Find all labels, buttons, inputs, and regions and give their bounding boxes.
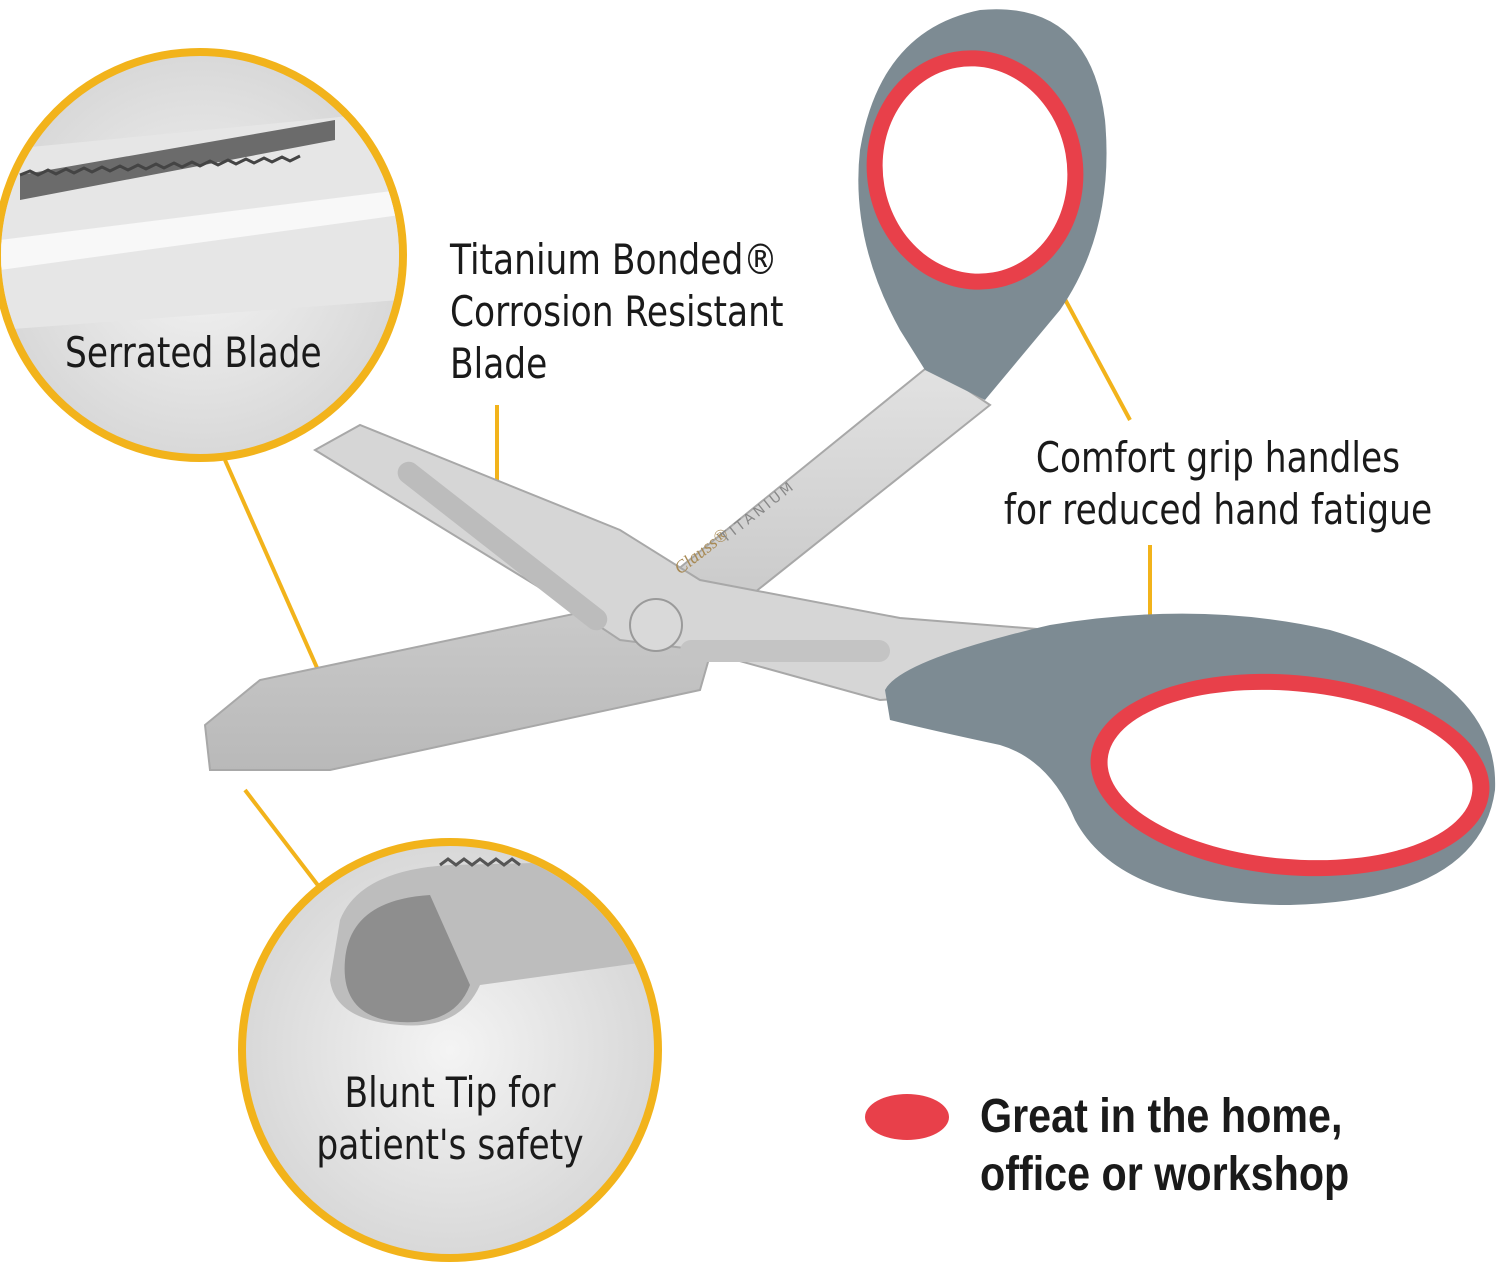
blunt-line-1: Blunt Tip for — [344, 1068, 556, 1117]
comfort-grip-label: Comfort grip handles for reduced hand fa… — [972, 432, 1464, 536]
titanium-line-1: Titanium Bonded® — [450, 235, 778, 284]
tagline: Great in the home, office or workshop — [980, 1088, 1349, 1204]
tagline-line-2: office or workshop — [980, 1148, 1350, 1201]
blunt-tip-label: Blunt Tip for patient's safety — [204, 1067, 696, 1171]
comfort-line-1: Comfort grip handles — [1035, 433, 1401, 482]
scissors: Clauss® TITANIUM — [203, 9, 1496, 905]
titanium-line-3: Blade — [450, 339, 548, 388]
top-handle — [858, 9, 1107, 400]
blunt-tip-zoom — [238, 838, 662, 1262]
titanium-label: Titanium Bonded® Corrosion Resistant Bla… — [450, 234, 783, 390]
titanium-line-2: Corrosion Resistant — [450, 287, 784, 336]
tagline-line-1: Great in the home, — [980, 1090, 1343, 1143]
serrated-blade-label: Serrated Blade — [65, 328, 322, 377]
bottom-handle — [885, 613, 1496, 905]
serrated-blade-zoom — [0, 48, 407, 462]
leader-lines — [223, 289, 1152, 890]
bullet-dot — [865, 1094, 949, 1140]
comfort-line-2: for reduced hand fatigue — [1003, 485, 1433, 534]
blunt-line-2: patient's safety — [316, 1120, 584, 1169]
